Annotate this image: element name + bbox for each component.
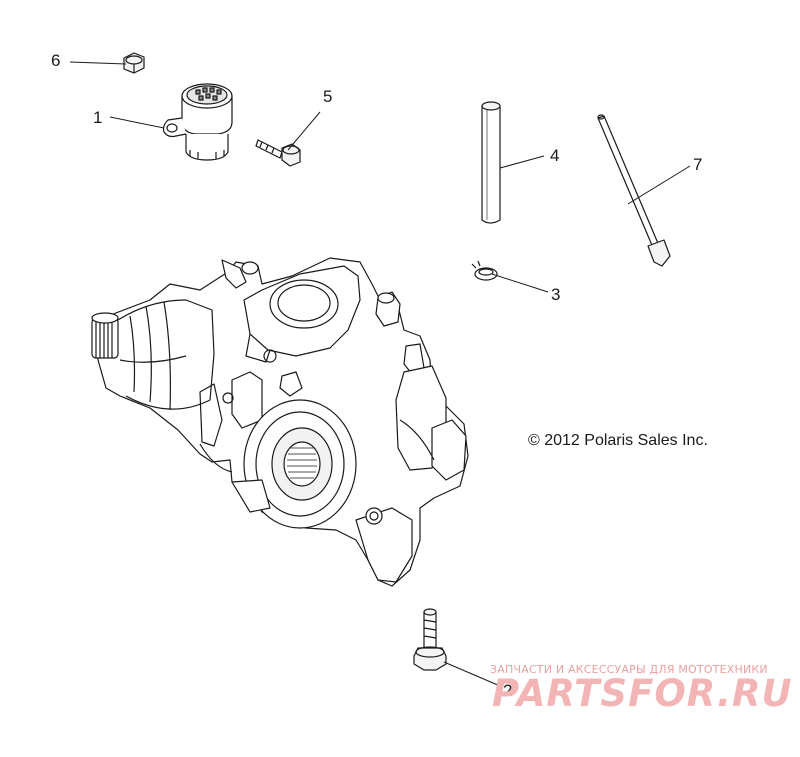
part-3-clamp xyxy=(471,260,498,281)
leader-3 xyxy=(491,273,549,293)
part-7-bolt xyxy=(597,114,671,267)
callout-4: 4 xyxy=(550,146,560,165)
callout-1: 1 xyxy=(93,108,103,127)
callout-2: 2 xyxy=(503,681,513,700)
leader-lines xyxy=(69,61,691,687)
leader-6 xyxy=(69,61,127,65)
gearcase-assembly xyxy=(91,257,469,587)
leader-1 xyxy=(109,116,165,129)
callout-6: 6 xyxy=(51,51,61,70)
part-5-bolt xyxy=(255,139,301,167)
watermark-logo: PARTSFOR.RU xyxy=(492,672,793,715)
leader-7 xyxy=(627,165,691,205)
leader-2 xyxy=(443,661,501,687)
part-4-hose xyxy=(481,101,501,224)
part-1-reservoir xyxy=(162,83,233,161)
part-2-bolt xyxy=(413,608,447,671)
callout-7: 7 xyxy=(693,155,703,174)
leader-4 xyxy=(499,155,545,169)
watermark-tagline: ЗАПЧАСТИ И АКСЕССУАРЫ ДЛЯ МОТОТЕХНИКИ xyxy=(490,663,768,676)
callout-3: 3 xyxy=(551,285,561,304)
copyright-notice: © 2012 Polaris Sales Inc. xyxy=(528,432,708,449)
callout-5: 5 xyxy=(323,87,333,106)
part-6-nut xyxy=(123,52,145,74)
leader-5 xyxy=(287,111,321,151)
